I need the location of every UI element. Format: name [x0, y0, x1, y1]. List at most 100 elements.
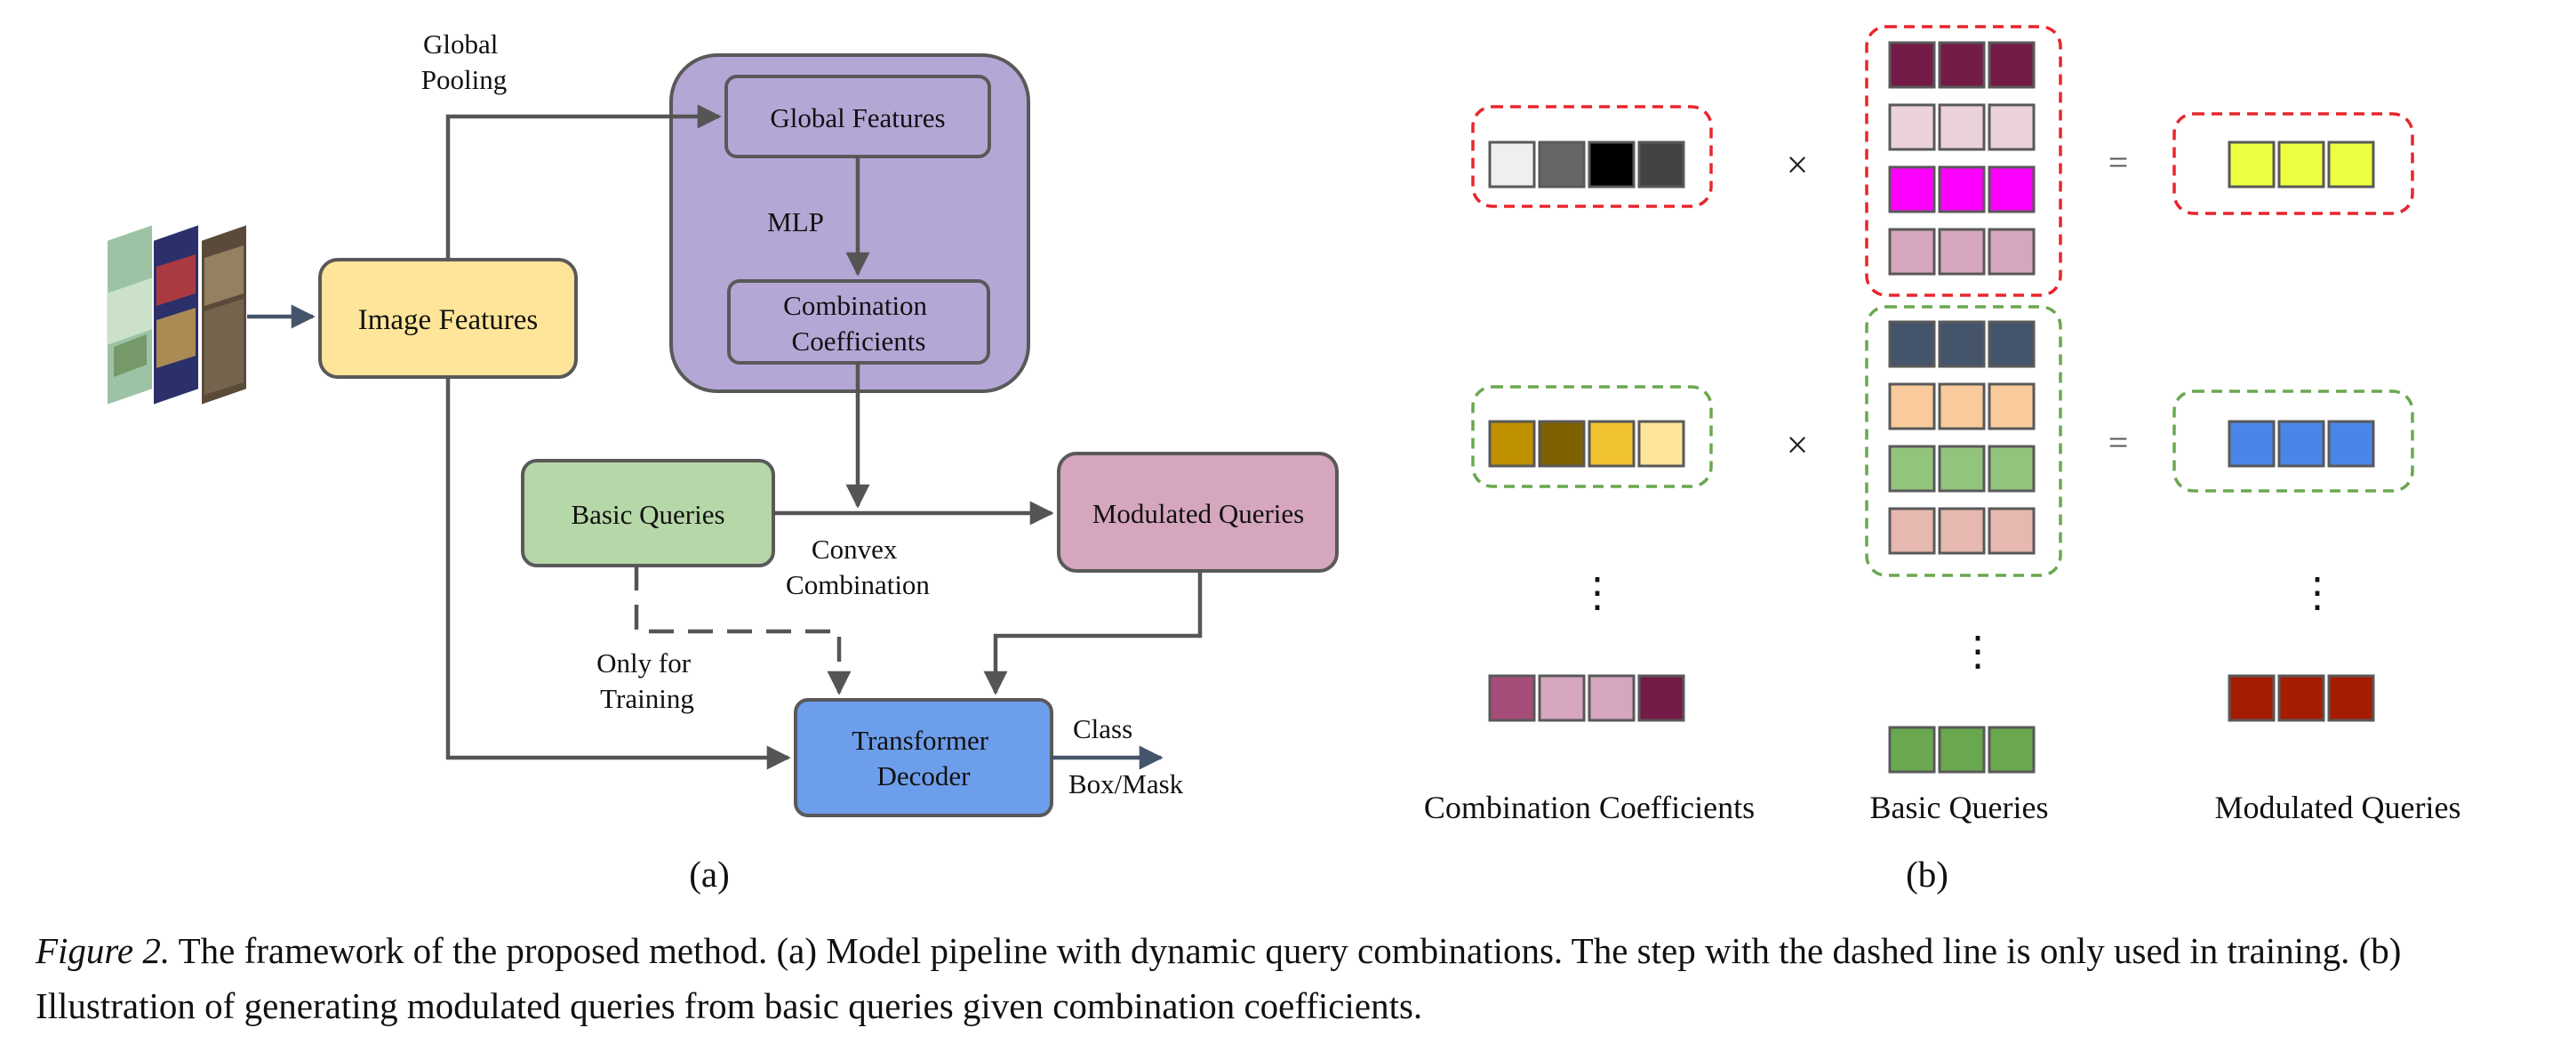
coefficient-cell-last-2	[1588, 674, 1636, 722]
modulated-query-last-1	[2277, 674, 2325, 722]
basic-query-row1-q4-0	[1888, 228, 1936, 276]
basic-queries-label: Basic Queries	[571, 499, 724, 530]
mlp-label: MLP	[767, 206, 824, 237]
basic-query-row1-q3-0	[1888, 165, 1936, 213]
panel-b-label: (b)	[1906, 854, 1948, 895]
basic-query-row2-q3-1	[1938, 445, 1986, 493]
panel-a: Image Features Global Features MLP Combi…	[106, 28, 1339, 895]
basic-queries-group-row1	[1865, 25, 2062, 297]
svg-text:Global Pooling: Global Pooling	[421, 28, 507, 95]
modulated-query-row1-1	[2277, 141, 2325, 189]
coefficient-cell-row2-1	[1538, 420, 1586, 468]
ellipsis-modulated: ⋮	[2297, 570, 2338, 615]
basic-query-row2-q3-0	[1888, 445, 1936, 493]
global-pooling-label-line2: Pooling	[421, 64, 507, 95]
basic-query-row1-q2-2	[1988, 103, 2036, 151]
input-image-back	[106, 222, 154, 407]
image-features-label: Image Features	[358, 304, 539, 336]
basic-query-row1-q1-0	[1888, 41, 1936, 89]
transformer-decoder-box	[794, 698, 1053, 817]
basic-query-last-2	[1988, 726, 2036, 774]
basic-query-row2-q4-1	[1938, 507, 1986, 555]
input-image-front	[200, 222, 248, 407]
coefficient-cell-row1-2	[1588, 141, 1636, 189]
times-symbol-row2: ×	[1787, 423, 1809, 467]
only-for-training-label-line2: Training	[600, 683, 694, 714]
basic-query-row2-q1-0	[1888, 320, 1936, 368]
coefficient-cell-last-0	[1488, 674, 1536, 722]
equals-symbol-row1: =	[2108, 142, 2129, 182]
basic-query-row2-q2-1	[1938, 382, 1986, 430]
basic-query-row2-q3-2	[1988, 445, 2036, 493]
coefficient-cell-last-1	[1538, 674, 1586, 722]
basic-query-row2-q1-1	[1938, 320, 1986, 368]
basic-query-row2-q4-0	[1888, 507, 1936, 555]
coefficient-cell-row2-2	[1588, 420, 1636, 468]
basic-query-row1-q4-1	[1938, 228, 1986, 276]
basic-query-row1-q1-1	[1938, 41, 1986, 89]
global-features-label: Global Features	[770, 102, 945, 133]
basic-query-row2-q2-2	[1988, 382, 2036, 430]
svg-text:Combination Coefficients: Combination Coefficients	[783, 290, 934, 357]
coefficient-cell-last-3	[1637, 674, 1685, 722]
input-image-middle	[152, 222, 200, 407]
equals-symbol-row2: =	[2108, 422, 2129, 462]
column-label-coefficients: Combination Coefficients	[1424, 790, 1755, 825]
only-for-training-label-line1: Only for	[596, 647, 692, 679]
panel-a-label: (a)	[689, 854, 730, 895]
ellipsis-coefficients: ⋮	[1577, 570, 1618, 615]
basic-query-row1-q1-2	[1988, 41, 2036, 89]
modulated-queries-box	[1057, 452, 1339, 573]
modulated-query-last-0	[2228, 674, 2276, 722]
basic-query-last-1	[1938, 726, 1986, 774]
basic-query-row1-q2-0	[1888, 103, 1936, 151]
modulated-query-row1-2	[2327, 141, 2375, 189]
arrow-image-features-to-decoder	[445, 377, 791, 770]
combination-coefficients-label-line2: Coefficients	[792, 325, 926, 357]
basic-query-row2-q4-2	[1988, 507, 2036, 555]
svg-text:Transformer Decoder: Transformer Decoder	[852, 725, 996, 791]
basic-query-last-0	[1888, 726, 1936, 774]
basic-query-row1-q4-2	[1988, 228, 2036, 276]
input-image-stack	[106, 222, 248, 407]
coefficient-cell-row1-0	[1488, 141, 1536, 189]
figure-caption: Figure 2. The framework of the proposed …	[36, 923, 2551, 1033]
caption-figure-label: Figure 2.	[36, 930, 171, 971]
convex-combination-label-line1: Convex	[812, 534, 898, 565]
basic-queries-group-row2	[1865, 305, 2062, 577]
coefficient-cell-row1-1	[1538, 141, 1586, 189]
arrow-modulated-to-decoder	[983, 571, 1203, 695]
output-class-label: Class	[1073, 713, 1132, 744]
modulated-query-row1-0	[2228, 141, 2276, 189]
transformer-decoder-label-line1: Transformer	[852, 725, 989, 756]
basic-query-row1-q3-1	[1938, 165, 1986, 213]
arrow-training-dashed	[634, 566, 852, 695]
times-symbol-row1: ×	[1787, 143, 1809, 187]
transformer-decoder-label-line2: Decoder	[877, 760, 972, 791]
modulated-query-last-2	[2327, 674, 2375, 722]
coefficient-group-row1	[1471, 105, 1713, 208]
svg-text:Convex Combination: Convex Combination	[786, 534, 930, 600]
coefficient-group-row2	[1471, 385, 1713, 488]
combination-coefficients-label-line1: Combination	[783, 290, 927, 321]
modulated-group-row1	[2172, 112, 2414, 215]
output-box-mask-label: Box/Mask	[1068, 768, 1184, 799]
modulated-queries-label: Modulated Queries	[1092, 498, 1304, 529]
ellipsis-basic-queries: ⋮	[1957, 629, 1998, 674]
caption-text: The framework of the proposed method. (a…	[36, 930, 2402, 1026]
panel-a-arrows	[247, 104, 1203, 770]
panel-b-blocks	[1471, 25, 2414, 774]
basic-query-row2-q1-2	[1988, 320, 2036, 368]
modulated-query-row2-1	[2277, 420, 2325, 468]
panel-b: × = × = ⋮ ⋮ ⋮ Combination Coefficients B…	[1424, 25, 2461, 895]
modulated-group-row2	[2172, 389, 2414, 493]
coefficient-cell-row2-3	[1637, 420, 1685, 468]
coefficient-cell-row1-3	[1637, 141, 1685, 189]
basic-query-row2-q2-0	[1888, 382, 1936, 430]
basic-query-row1-q2-1	[1938, 103, 1986, 151]
column-label-basic-queries: Basic Queries	[1870, 790, 2049, 825]
basic-query-row1-q3-2	[1988, 165, 2036, 213]
column-label-modulated: Modulated Queries	[2215, 790, 2461, 825]
arrow-global-pooling	[445, 104, 722, 260]
modulated-query-row2-0	[2228, 420, 2276, 468]
